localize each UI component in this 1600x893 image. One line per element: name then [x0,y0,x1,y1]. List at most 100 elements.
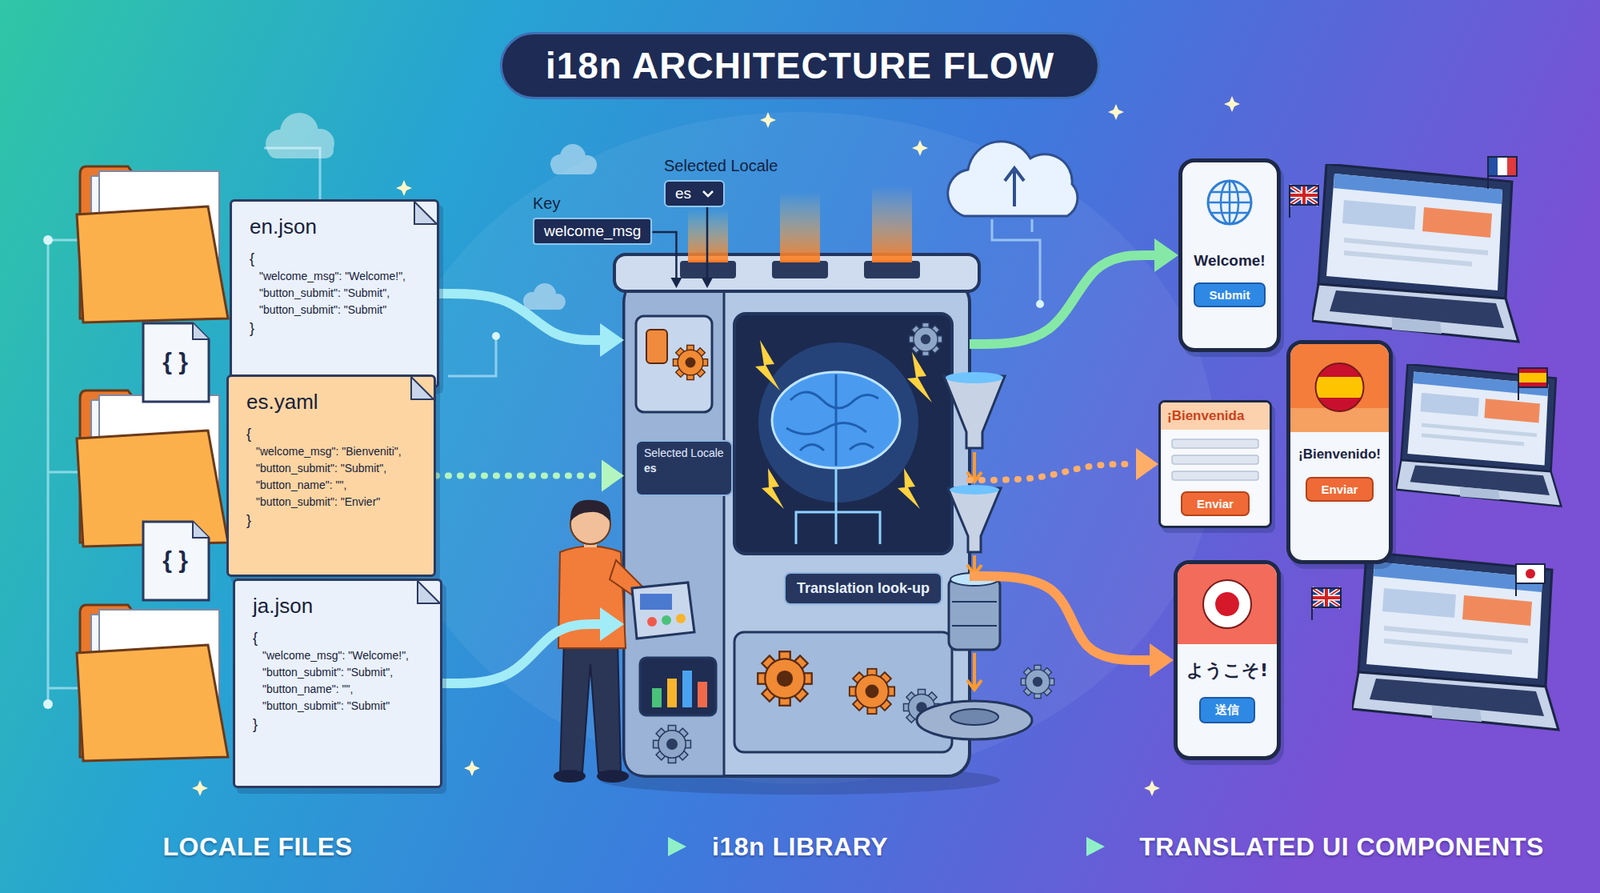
keybox-text: welcome_msg [532,217,652,245]
circuit-dot [1036,300,1044,308]
file-icon [143,323,209,600]
folder [76,206,228,323]
library-machine [948,577,1000,650]
btn-blue-text: 送信 [1199,696,1256,724]
form-icon-part [1172,471,1259,480]
locale-select: Selected Localees [664,156,778,208]
library-machine [755,340,780,391]
flag-uk [1289,185,1319,205]
flag-fr [1497,156,1508,176]
brace-text: { [246,424,416,444]
code-text: "welcome_msg": "Bienveniti", [246,443,416,460]
flag-uk [1312,588,1341,608]
library-machine [636,316,712,412]
locale-file: es.yaml{"welcome_msg": "Bienveniti","but… [226,374,436,577]
sparkle [1144,780,1160,796]
flag-fr [1488,156,1517,176]
flow-arrow [442,624,600,684]
flag-uk [1312,588,1341,608]
code-text: "button_submit": "Submit" [252,697,423,715]
es-icon-part [1316,363,1364,412]
library-machine [758,342,919,503]
section-label: i18n LIBRARY [712,832,888,862]
flag-uk [1312,588,1341,608]
flag-jp [1525,568,1536,579]
library-machine [652,688,662,708]
operator-figure [553,500,656,783]
fold-icon-part [417,580,440,604]
btn-blue-text: Submit [1193,282,1267,308]
sparkle [912,140,928,156]
library-machine [624,280,970,776]
brace-text: } [252,714,423,734]
flow-arrow [652,232,676,278]
flag-es [1518,368,1548,388]
brace-text: { [249,248,420,268]
code-text: "button_submit": "Submit", [252,664,423,681]
upload-cloud [948,141,1078,216]
ftitle-text: en.json [249,214,420,240]
circuit-dot [43,235,53,245]
flag-fr [1488,156,1517,189]
library-machine [761,468,784,509]
library-machine [790,392,879,408]
flag-jp [1516,564,1545,584]
ph-title2-text: ¡Bienvenido! [1298,446,1381,463]
sparkle [192,780,208,796]
operator-figure [596,769,629,783]
es-icon-part [1316,363,1364,412]
library-machine [897,468,920,509]
laptop [1312,164,1519,342]
circuit-wire [1031,219,1034,232]
cloud [268,142,334,159]
library-machine [672,344,708,380]
flag-uk [1289,185,1319,205]
section-arrow [920,844,1087,849]
ph-jp-text: ようこそ! [1186,658,1268,683]
circuit-wire [992,219,1040,304]
library-machine: Translation look-upSelected Localees [624,288,970,776]
locale-panel: Selected Localees [635,440,733,496]
library-machine [849,668,895,714]
control-console [632,582,695,639]
es-icon-part [1290,344,1389,432]
flow-arrow [969,576,1150,660]
library-machine [640,657,716,716]
file-icon-label-holder: { } [162,546,188,574]
phone-screen: ¡Bienvenido!Enviar [1286,340,1393,564]
flag-uk [1289,185,1319,205]
title-pill: i18n ARCHITECTURE FLOW [500,32,1100,100]
library-machine [864,260,920,279]
library-machine [796,468,880,544]
library-machine [800,444,824,452]
folder [76,166,228,323]
phone-screen: Welcome!Submit [1178,158,1281,352]
library-machine [967,564,982,575]
upload-cloud [1004,168,1024,181]
brace-text: { [252,628,423,648]
code-text: "button_name": "", [246,476,416,494]
library-machine [948,488,1001,552]
sparkle [760,112,776,128]
control-console [647,616,657,627]
brace-text: } [246,510,416,530]
code-text: "button_submit": "Submit", [246,460,416,477]
flag-uk [1289,185,1319,218]
section-label-holder: LOCALE FILES [162,832,352,862]
library-machine [734,632,952,752]
library-machine [916,700,1032,740]
library-machine [667,678,677,708]
flow-arrow [436,472,602,480]
library-machine [908,322,942,356]
library-machine [796,468,836,544]
operator-figure [570,500,611,522]
flag-es [1518,372,1548,383]
operator-figure [553,769,586,783]
card-head-text: ¡Bienvenida [1160,402,1270,430]
brace-text: } [249,318,420,338]
laptop [1396,364,1561,507]
library-machine [972,452,976,480]
file-icon-label: { } [162,348,188,376]
fold-icon-part [411,376,434,400]
